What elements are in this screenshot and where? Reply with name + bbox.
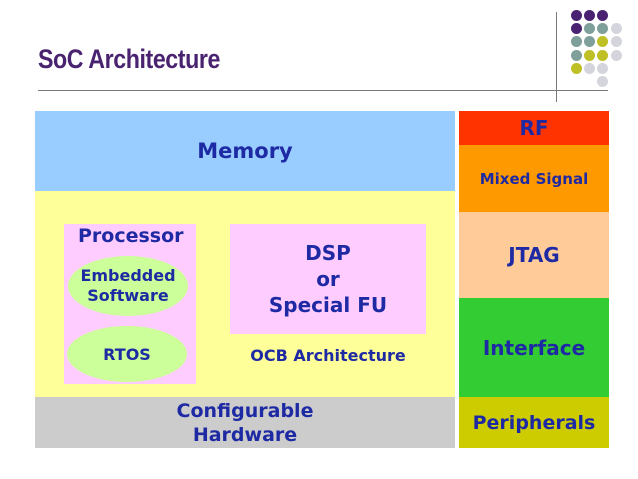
embedded-line-2: Software <box>87 286 169 305</box>
memory-label: Memory <box>197 139 293 163</box>
rf-label: RF <box>519 116 549 140</box>
processor-block: Processor Embedded Software RTOS <box>64 224 196 384</box>
processor-label: Processor <box>78 225 184 247</box>
interface-block: Interface <box>459 298 609 397</box>
embedded-software-ellipse: Embedded Software <box>68 256 188 316</box>
dsp-label: DSP or Special FU <box>269 240 387 318</box>
dsp-line-2: or <box>316 267 340 291</box>
decor-dot <box>610 49 622 61</box>
jtag-block: JTAG <box>459 212 609 298</box>
decor-dot <box>597 62 609 74</box>
dsp-line-1: DSP <box>305 241 351 265</box>
mixed-signal-label: Mixed Signal <box>479 169 589 188</box>
page-title: SoC Architecture <box>38 44 220 74</box>
rtos-ellipse: RTOS <box>67 326 187 382</box>
decor-dot <box>584 36 596 48</box>
decor-dot <box>610 36 622 48</box>
decor-vertical-line <box>556 12 557 102</box>
configurable-line-1: Configurable <box>176 399 314 422</box>
ocb-architecture-label: OCB Architecture <box>250 346 406 365</box>
decor-dot <box>584 10 596 21</box>
decor-dot <box>571 49 582 61</box>
dsp-line-3: Special FU <box>268 293 388 317</box>
jtag-label: JTAG <box>508 243 560 267</box>
interface-label: Interface <box>482 335 586 360</box>
decor-dot <box>571 23 582 35</box>
dsp-block: DSP or Special FU <box>230 224 426 334</box>
configurable-line-2: Hardware <box>192 423 298 446</box>
rtos-label: RTOS <box>103 344 151 364</box>
decor-dot <box>571 36 582 48</box>
decor-dot <box>597 36 609 48</box>
embedded-line-1: Embedded <box>80 266 176 285</box>
decor-dot <box>597 76 609 87</box>
decor-dot <box>584 23 596 35</box>
configurable-hardware-block: Configurable Hardware <box>35 397 455 448</box>
decor-dot <box>571 62 582 74</box>
peripherals-block: Peripherals <box>459 397 609 448</box>
embedded-software-label: Embedded Software <box>80 266 175 306</box>
decor-dot <box>571 10 582 21</box>
title-underline <box>38 90 608 91</box>
decor-dot <box>597 49 609 61</box>
rf-block: RF <box>459 111 609 145</box>
configurable-hardware-label: Configurable Hardware <box>177 399 314 447</box>
decor-dot <box>584 49 596 61</box>
peripherals-label: Peripherals <box>472 411 596 434</box>
memory-block: Memory <box>35 111 455 191</box>
decor-dot <box>597 23 609 35</box>
decor-dot <box>597 10 609 21</box>
decor-dot <box>610 23 622 35</box>
mixed-signal-block: Mixed Signal <box>459 145 609 212</box>
decor-dot <box>584 62 596 74</box>
